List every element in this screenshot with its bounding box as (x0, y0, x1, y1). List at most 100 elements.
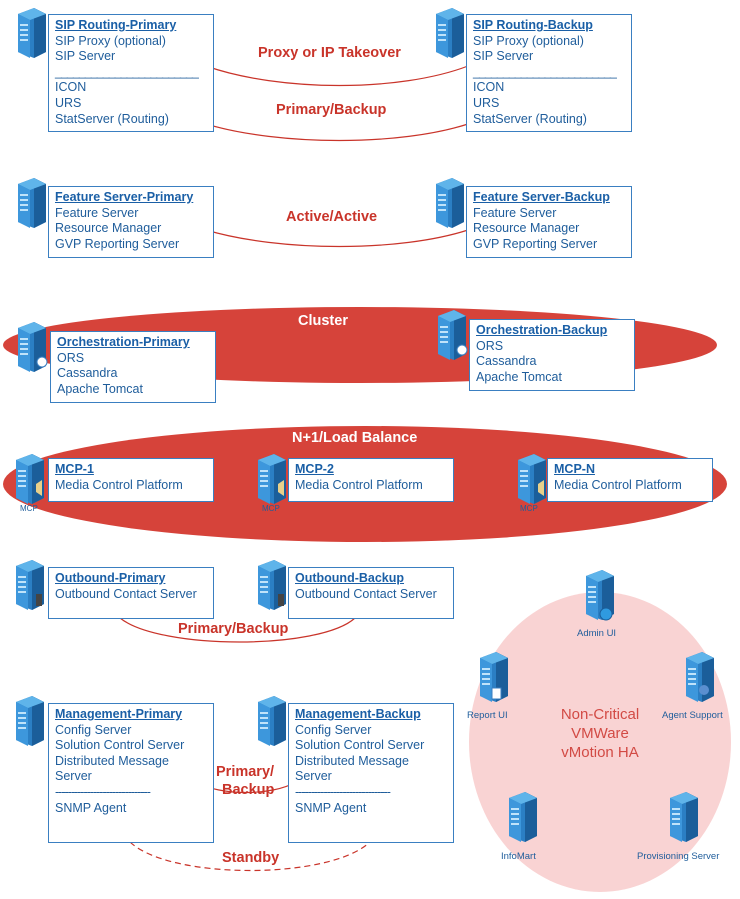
speaker-icon (538, 480, 544, 496)
feature-server-primary-box: Feature Server-Primary Feature Server Re… (48, 186, 214, 258)
outbound-primary-backup-link (119, 617, 356, 643)
box-title[interactable]: Feature Server-Backup (473, 190, 610, 204)
box-line: Outbound Contact Server (55, 586, 197, 601)
box-title[interactable]: Feature Server-Primary (55, 190, 194, 204)
speaker-icon (36, 480, 42, 496)
box-line: Media Control Platform (554, 477, 682, 492)
mgmt-primary-server-icon (16, 696, 44, 746)
sip-backup-server-icon (436, 8, 464, 58)
mgmt-backup-label: Backup (222, 782, 275, 798)
box-separator: ------------------------------ (295, 784, 391, 799)
box-title[interactable]: MCP-2 (295, 462, 334, 476)
box-line: Feature Server (473, 205, 557, 220)
report-ui-label: Report UI (467, 710, 508, 721)
box-separator: ________________________ (473, 64, 617, 79)
feature-backup-server-icon (436, 178, 464, 228)
box-title[interactable]: Management-Primary (55, 707, 183, 721)
infomart-server-icon (509, 792, 537, 842)
box-line: Cassandra (57, 366, 118, 381)
box-line: Distributed Message (55, 753, 169, 768)
mcp-icon-label: MCP (520, 504, 538, 513)
box-line: Solution Control Server (295, 738, 425, 753)
box-title[interactable]: Management-Backup (295, 707, 421, 721)
box-title[interactable]: Outbound-Backup (295, 571, 405, 585)
box-line: Distributed Message (295, 753, 409, 768)
box-line: Config Server (295, 722, 372, 737)
box-separator: ________________________ (55, 64, 199, 79)
box-line: Resource Manager (473, 221, 580, 236)
orch-badge-icon (36, 356, 48, 368)
box-line: URS (473, 95, 500, 110)
box-line: GVP Reporting Server (55, 236, 180, 251)
box-line: URS (55, 95, 82, 110)
phone-icon (278, 594, 284, 606)
cluster-label: Cluster (298, 313, 348, 329)
admin-ui-label: Admin UI (577, 628, 617, 639)
box-line: SIP Proxy (optional) (473, 33, 584, 48)
sip-routing-backup-box: SIP Routing-Backup SIP Proxy (optional) … (466, 14, 632, 132)
box-line: ICON (473, 80, 505, 95)
sip-primary-server-icon (18, 8, 46, 58)
non-critical-line: Non-Critical (560, 706, 640, 723)
box-title[interactable]: Orchestration-Backup (476, 323, 608, 337)
orchestration-backup-box: Orchestration-Backup ORS Cassandra Apach… (469, 319, 635, 391)
box-line: Server (295, 769, 332, 784)
box-title[interactable]: MCP-1 (55, 462, 94, 476)
agent-support-label: Agent Support (662, 710, 723, 721)
provisioning-server-label: Provisioning Server (637, 851, 720, 862)
box-line: SIP Server (55, 49, 116, 64)
box-line: Media Control Platform (55, 477, 183, 492)
box-line: Media Control Platform (295, 477, 423, 492)
box-line: StatServer (Routing) (473, 111, 587, 126)
box-line: Cassandra (476, 354, 537, 369)
box-line: Feature Server (55, 205, 139, 220)
sip-takeover-label: Proxy or IP Takeover (258, 45, 401, 61)
box-line: SNMP Agent (295, 800, 367, 815)
feature-active-link (205, 229, 469, 248)
box-line: Outbound Contact Server (295, 586, 437, 601)
infomart-label: InfoMart (501, 851, 536, 862)
mcp-1-box: MCP-1 Media Control Platform (48, 458, 214, 502)
box-title[interactable]: Orchestration-Primary (57, 335, 190, 349)
box-title[interactable]: SIP Routing-Primary (55, 18, 177, 32)
outbound-backup-box: Outbound-Backup Outbound Contact Server (288, 567, 454, 619)
management-primary-box: Management-Primary Config Server Solutio… (48, 703, 214, 843)
mcpn-server-icon (518, 454, 546, 504)
management-backup-box: Management-Backup Config Server Solution… (288, 703, 454, 843)
box-title[interactable]: SIP Routing-Backup (473, 18, 593, 32)
orchestration-primary-box: Orchestration-Primary ORS Cassandra Apac… (50, 331, 216, 403)
sip-takeover-link (205, 65, 469, 87)
box-line: ORS (476, 338, 504, 353)
mcp-2-box: MCP-2 Media Control Platform (288, 458, 454, 502)
mgmt-backup-server-icon (258, 696, 286, 746)
speaker-icon (278, 480, 284, 496)
sip-routing-primary-box: SIP Routing-Primary SIP Proxy (optional)… (48, 14, 214, 132)
non-critical-line: VMWare (571, 725, 629, 742)
box-title[interactable]: Outbound-Primary (55, 571, 166, 585)
box-line: SIP Proxy (optional) (55, 33, 166, 48)
box-title[interactable]: MCP-N (554, 462, 595, 476)
mcp-n-box: MCP-N Media Control Platform (547, 458, 713, 502)
box-line: Apache Tomcat (476, 369, 562, 384)
box-line: Apache Tomcat (57, 381, 143, 396)
user-icon (699, 685, 709, 695)
orch-badge-icon (456, 344, 468, 356)
box-line: Server (55, 769, 92, 784)
mgmt-standby-label: Standby (222, 850, 280, 866)
mgmt-standby-link (129, 841, 371, 872)
mcp1-server-icon (16, 454, 44, 504)
mcp-icon-label: MCP (20, 504, 38, 513)
agent-support-server-icon (686, 652, 714, 702)
provisioning-server-icon (670, 792, 698, 842)
sip-primary-backup-link (205, 123, 469, 142)
document-icon (491, 687, 502, 700)
sip-primary-backup-label: Primary/Backup (276, 102, 387, 118)
load-balance-label: N+1/Load Balance (292, 430, 418, 446)
mcp2-server-icon (258, 454, 286, 504)
non-critical-line: vMotion HA (561, 744, 639, 761)
box-line: SNMP Agent (55, 800, 127, 815)
phone-icon (36, 594, 42, 606)
box-line: Config Server (55, 722, 132, 737)
box-line: ORS (57, 350, 85, 365)
